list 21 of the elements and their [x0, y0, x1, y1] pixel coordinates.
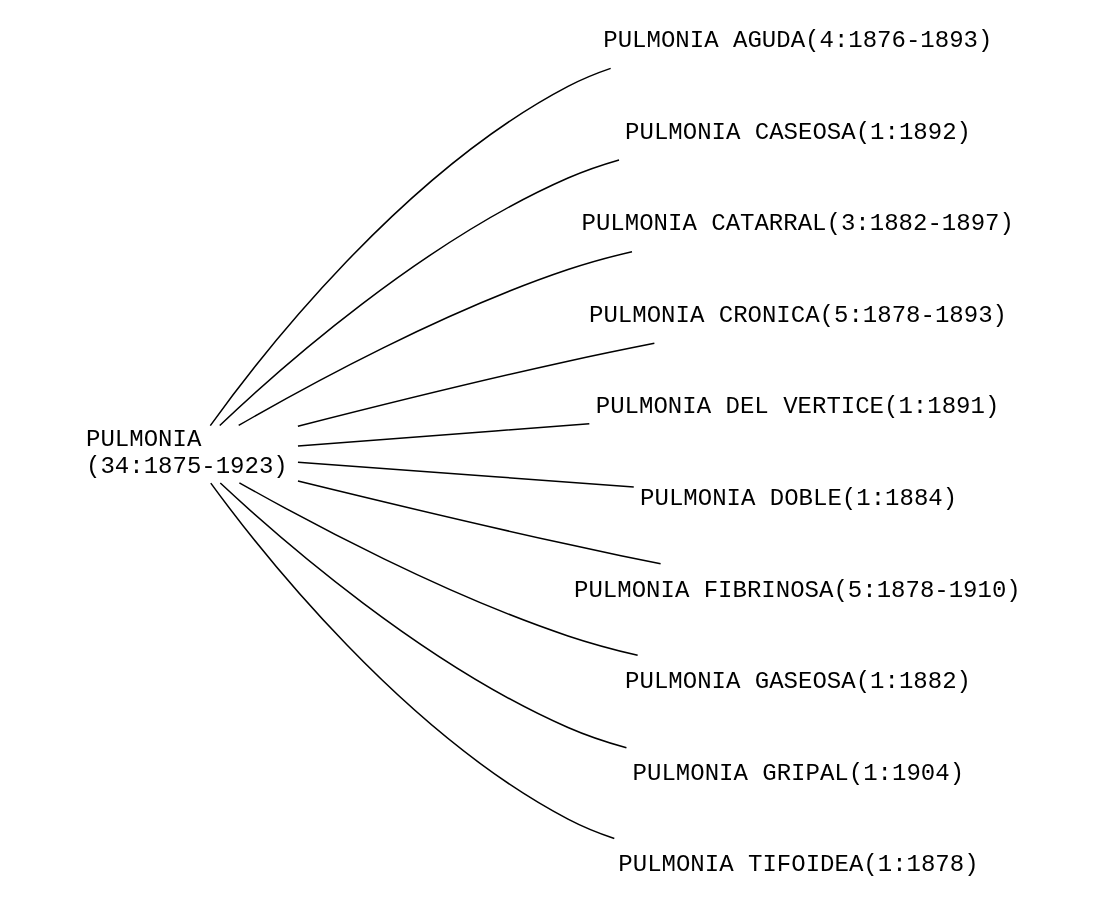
connector	[237, 250, 633, 427]
connector	[210, 482, 616, 840]
connector	[219, 159, 620, 427]
node-text: PULMONIA AGUDA(4:1876-1893)	[603, 27, 993, 55]
node-text: PULMONIA CRONICA(5:1878-1893)	[589, 301, 1007, 329]
node-text: PULMONIA CASEOSA(1:1892)	[625, 118, 971, 146]
node-text: PULMONIA TIFOIDEA(1:1878)	[618, 851, 979, 879]
node-text: PULMONIA DOBLE(1:1884)	[640, 485, 958, 512]
node-text: PULMONIA (34:1875-1923)	[86, 426, 288, 481]
node-text: PULMONIA GASEOSA(1:1882)	[625, 668, 971, 696]
connector	[297, 423, 591, 447]
node-text: PULMONIA FIBRINOSA(5:1878-1910)	[574, 576, 1021, 604]
node-text: PULMONIA CATARRAL(3:1882-1897)	[581, 210, 1014, 238]
connector	[238, 482, 639, 657]
connector	[297, 342, 656, 427]
connector	[297, 461, 635, 488]
connector	[209, 67, 612, 427]
node-text: PULMONIA DEL VERTICE(1:1891)	[595, 393, 1000, 421]
node-text: PULMONIA GRIPAL(1:1904)	[632, 759, 965, 787]
connector	[297, 480, 662, 565]
connector	[219, 482, 628, 749]
